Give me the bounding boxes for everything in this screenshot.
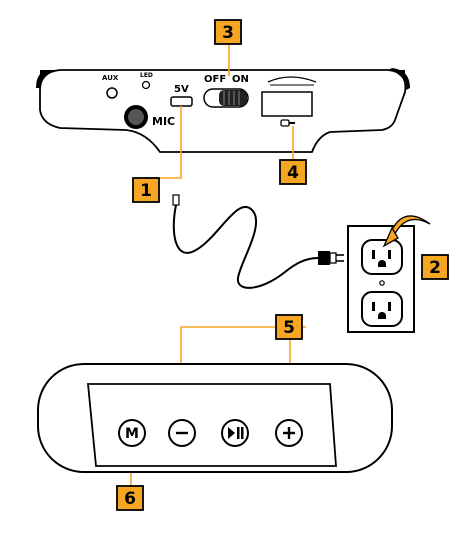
led-indicator-icon xyxy=(141,80,151,90)
speaker-front xyxy=(37,363,393,473)
mode-button[interactable]: M xyxy=(118,419,146,447)
play-pause-button[interactable] xyxy=(221,419,249,447)
aux-jack-icon xyxy=(106,87,118,99)
svg-text:1: 1 xyxy=(140,181,152,201)
wall-plug-icon xyxy=(318,251,330,265)
usb-power-cable xyxy=(172,194,344,289)
plug-in-arrow-icon xyxy=(382,215,431,248)
mic-label: MIC xyxy=(152,115,175,128)
mic-jack-inner-icon xyxy=(128,109,144,125)
volume-up-button[interactable] xyxy=(275,419,303,447)
rear-panel xyxy=(36,68,410,153)
callout-2: 2 xyxy=(421,254,449,280)
play-pause-icon xyxy=(228,427,244,439)
outlet-receptacle-top-icon xyxy=(361,239,403,275)
volume-down-button[interactable] xyxy=(168,419,196,447)
svg-text:6: 6 xyxy=(124,489,136,509)
plus-icon xyxy=(283,427,295,439)
callout-4: 4 xyxy=(279,159,307,185)
aux-port xyxy=(106,87,118,99)
switch-off-label: OFF xyxy=(204,74,226,85)
charging-cable-icon xyxy=(280,119,295,127)
svg-text:M: M xyxy=(125,426,139,442)
outlet-receptacle-bottom-icon xyxy=(361,291,403,327)
usb-port-icon xyxy=(170,96,193,107)
callout-1: 1 xyxy=(132,177,160,203)
svg-text:5: 5 xyxy=(283,318,295,338)
power-switch[interactable] xyxy=(203,88,249,108)
callout-5: 5 xyxy=(275,314,303,340)
switch-on-label: ON xyxy=(232,74,249,85)
right-corner-cap xyxy=(393,70,405,80)
wall-outlet xyxy=(347,225,415,333)
outlet-screw-icon xyxy=(379,280,385,286)
callout-3: 3 xyxy=(214,19,242,45)
control-panel xyxy=(87,383,337,467)
aux-label: AUX xyxy=(102,74,119,82)
switch-slider-icon xyxy=(219,90,247,106)
svg-text:4: 4 xyxy=(287,163,299,183)
mic-port xyxy=(124,105,148,129)
led-label: LED xyxy=(140,72,153,79)
micro-usb-plug-icon xyxy=(172,194,180,206)
five-v-label: 5V xyxy=(174,84,189,95)
callout-6: 6 xyxy=(116,485,144,511)
usb-slot-icon xyxy=(261,91,313,117)
svg-text:3: 3 xyxy=(222,23,234,43)
left-corner-cap xyxy=(40,70,52,80)
card-slot xyxy=(267,76,317,86)
svg-text:2: 2 xyxy=(429,258,441,278)
